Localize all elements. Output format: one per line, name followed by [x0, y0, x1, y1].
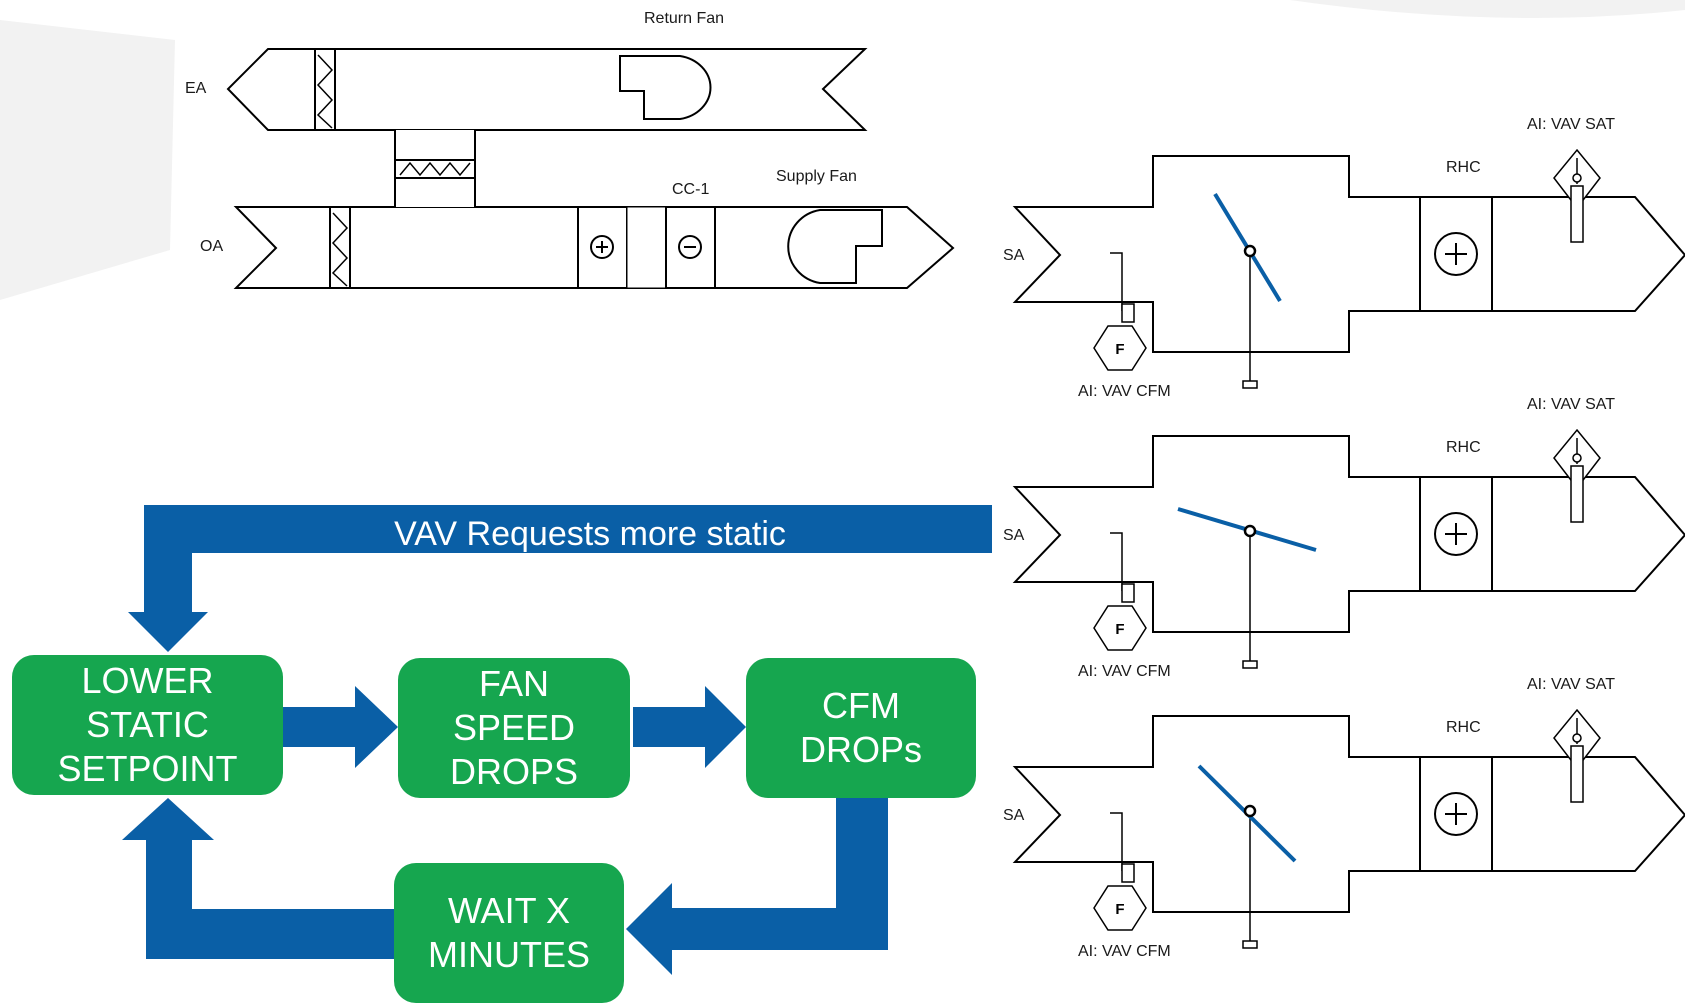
request-banner: [144, 505, 992, 553]
air-handling-unit: [226, 48, 955, 289]
vav-sat-label: AI: VAV SAT: [1527, 396, 1615, 413]
flow-sensor-icon: [1093, 605, 1147, 651]
outside-air-label: OA: [200, 238, 223, 255]
reheat-coil-plus-icon: [1434, 792, 1478, 836]
arrow-up-shaft: [146, 840, 192, 959]
return-fan-label: Return Fan: [644, 10, 724, 27]
flow-sensor-letter: F: [1115, 621, 1124, 638]
cfm-drops-box: CFM DROPs: [746, 658, 976, 798]
vav-duct: [1012, 715, 1685, 913]
vav-cfm-label: AI: VAV CFM: [1078, 663, 1171, 680]
supply-fan-symbol: [787, 209, 883, 284]
vav-units: SA RHC AI: VAV SAT AI: VAV CFM F SA RHC AI: VAV…: [1003, 116, 1685, 960]
wait-x-minutes-box: WAIT X MINUTES: [394, 863, 624, 1003]
damper-pivot: [1243, 524, 1257, 538]
reheat-coil-plus-icon: [1434, 512, 1478, 556]
arrow-fan-to-cfm: [633, 707, 705, 747]
return-fan-symbol: [619, 55, 712, 120]
flow-sensor-letter: F: [1115, 341, 1124, 358]
damper-actuator: [1242, 660, 1258, 669]
vav-sat-label: AI: VAV SAT: [1527, 676, 1615, 693]
supply-fan-label: Supply Fan: [776, 168, 857, 185]
exhaust-damper: [314, 48, 336, 131]
supply-air-label: SA: [1003, 247, 1025, 264]
coil-label: CC-1: [672, 181, 709, 198]
vav-duct: [1012, 435, 1685, 633]
damper-actuator: [1242, 940, 1258, 949]
supply-air-label: SA: [1003, 527, 1025, 544]
background-swoosh: [0, 20, 175, 300]
damper-pivot: [1243, 244, 1257, 258]
vav-cfm-label: AI: VAV CFM: [1078, 943, 1171, 960]
flow-sensor-icon: [1093, 325, 1147, 371]
rhc-label: RHC: [1446, 719, 1481, 736]
vav-unit: [1012, 148, 1685, 389]
arrow-lower-to-fan: [283, 707, 355, 747]
vav-sat-label: AI: VAV SAT: [1527, 116, 1615, 133]
flow-arrows: [122, 505, 992, 975]
banner-down-arrow-head: [128, 612, 208, 652]
outside-air-damper: [329, 206, 351, 289]
banner-down-arrow-shaft: [144, 505, 192, 612]
vav-unit: [1012, 428, 1685, 669]
lower-static-setpoint-box: LOWER STATIC SETPOINT: [12, 655, 283, 795]
reheat-coil-plus-icon: [1434, 232, 1478, 276]
vav-duct: [1012, 155, 1685, 353]
return-duct: [226, 48, 868, 131]
arrow-up-head: [122, 798, 214, 840]
rhc-label: RHC: [1446, 159, 1481, 176]
vav-cfm-label: AI: VAV CFM: [1078, 383, 1171, 400]
arrow-cfm-to-wait: [672, 908, 888, 950]
fan-speed-drops-box: FAN SPEED DROPS: [398, 658, 630, 798]
damper-pivot: [1243, 804, 1257, 818]
supply-air-label: SA: [1003, 807, 1025, 824]
flow-sensor-letter: F: [1115, 901, 1124, 918]
request-banner-text: VAV Requests more static: [394, 514, 786, 553]
rhc-label: RHC: [1446, 439, 1481, 456]
vav-unit: [1012, 708, 1685, 949]
background-swoosh-top: [1290, 0, 1685, 18]
exhaust-air-label: EA: [185, 80, 207, 97]
flow-sensor-icon: [1093, 885, 1147, 931]
damper-actuator: [1242, 380, 1258, 389]
